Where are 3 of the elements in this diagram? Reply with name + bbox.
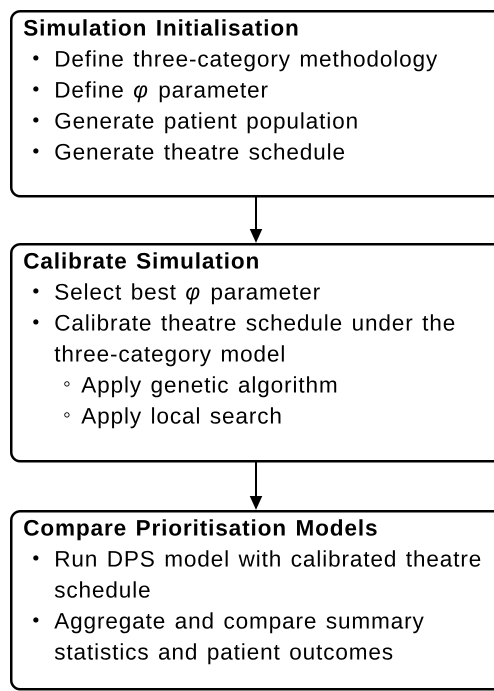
process-box: Compare Prioritisation Models Run DPS model with calibrated theatre schedule Aggregate and compare summary statistics and patient outcomes <box>10 510 494 690</box>
process-box: Calibrate Simulation Select best φ parameter Calibrate theatre schedule under the three-category model Apply genetic algorithm Apply local search <box>10 243 494 462</box>
process-box: Simulation Initialisation Define three-category methodology Define φ parameter Generate patient population Generate theatre schedule <box>10 10 494 198</box>
